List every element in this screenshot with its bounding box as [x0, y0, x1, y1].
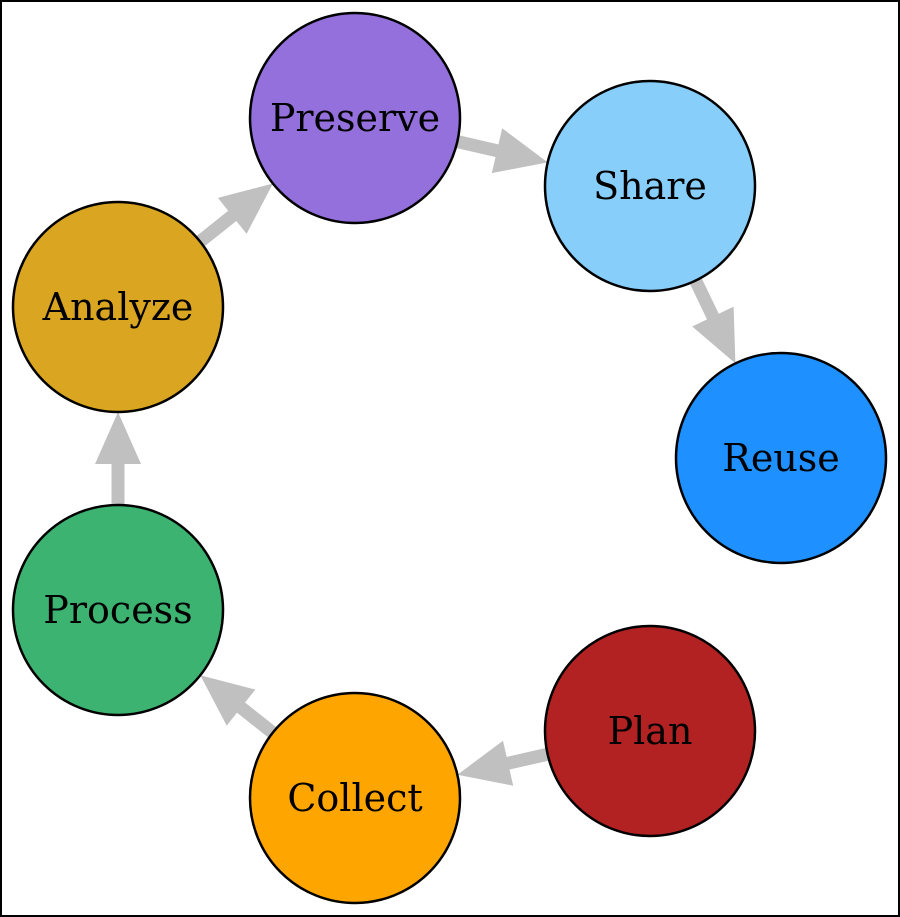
node-label-share: Share [593, 164, 707, 208]
node-circle [11, 200, 225, 414]
arrowhead [217, 183, 273, 234]
node-label-preserve: Preserve [270, 96, 440, 140]
edge-analyze-to-preserve [196, 183, 273, 247]
node-circle [248, 11, 462, 225]
edge-process-to-analyze [95, 412, 141, 505]
node-circle [248, 691, 462, 905]
edge-shaft [455, 135, 501, 158]
node-label-analyze: Analyze [42, 285, 194, 329]
arrowhead [457, 740, 514, 786]
node-collect: Collect [248, 691, 462, 905]
node-circle [543, 79, 757, 293]
edges-layer [95, 128, 736, 786]
node-label-plan: Plan [608, 709, 693, 753]
node-circle [543, 624, 757, 838]
node-share: Share [543, 79, 757, 293]
arrowhead [95, 412, 141, 464]
edge-shaft [196, 209, 238, 247]
edge-collect-to-process [200, 675, 277, 738]
edge-share-to-reuse [689, 277, 736, 364]
edge-shaft [689, 277, 720, 322]
edge-plan-to-collect [457, 740, 550, 786]
node-process: Process [11, 503, 225, 717]
edge-preserve-to-share [455, 128, 548, 174]
node-plan: Plan [543, 624, 757, 838]
node-label-collect: Collect [287, 776, 422, 820]
arrowhead [491, 128, 548, 174]
edge-shaft [504, 747, 550, 771]
arrowhead [200, 675, 256, 726]
node-preserve: Preserve [248, 11, 462, 225]
node-label-reuse: Reuse [722, 436, 840, 480]
edge-shaft [235, 701, 277, 738]
node-analyze: Analyze [11, 200, 225, 414]
node-circle [674, 351, 888, 565]
arrowhead [692, 306, 736, 364]
node-circle [11, 503, 225, 717]
node-label-process: Process [43, 588, 192, 632]
node-reuse: Reuse [674, 351, 888, 565]
